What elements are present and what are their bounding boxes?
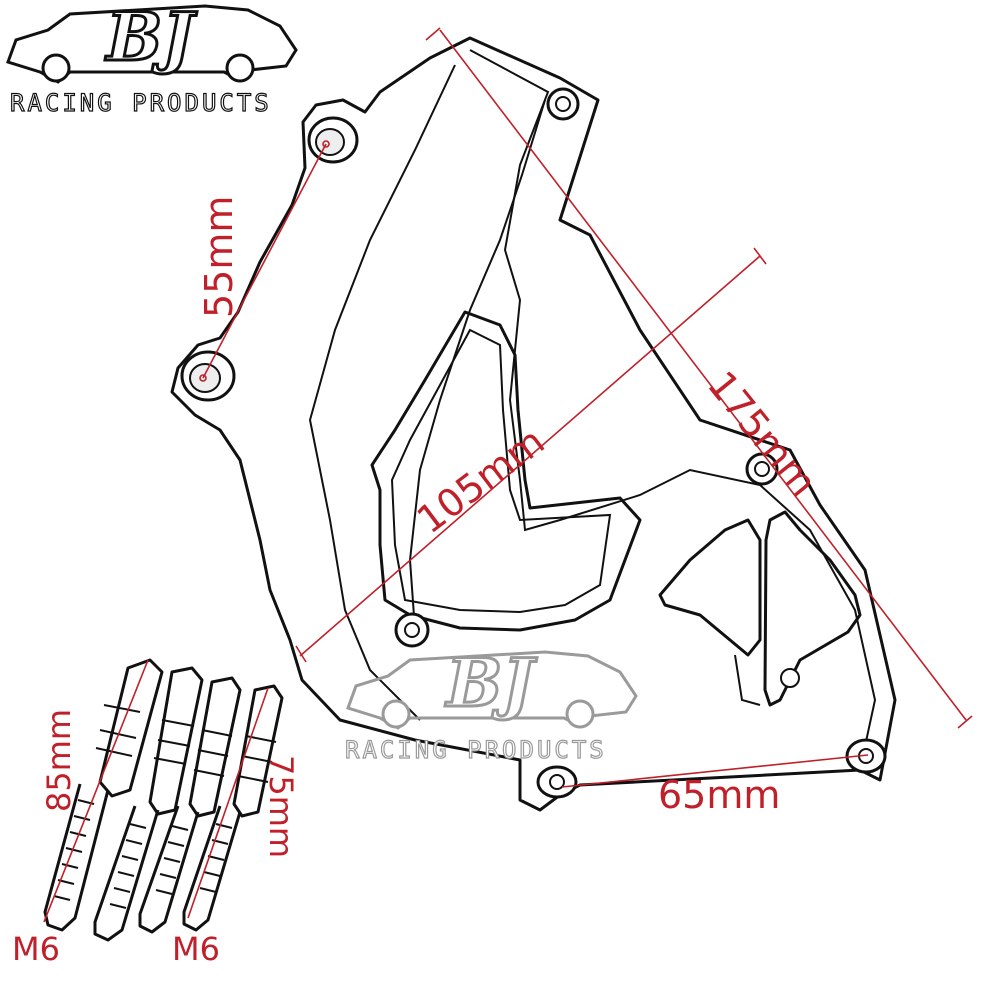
watermark-wheel-right — [565, 699, 595, 729]
dim-line-105 — [299, 255, 761, 657]
watermark-logo: BJ RACING PRODUCTS — [344, 643, 638, 765]
bolt-3 — [138, 676, 242, 934]
dimension-lines — [43, 27, 973, 923]
dim-line-75 — [187, 687, 269, 919]
mount-hole-left — [180, 350, 236, 402]
mount-hole-top — [307, 116, 359, 164]
cover-slot-right — [763, 510, 862, 707]
cover-rim-line — [469, 49, 877, 761]
sprocket-cover — [170, 36, 897, 812]
watermark-wheel-left — [381, 699, 411, 729]
cover-outer-outline — [170, 36, 897, 812]
bolt-2 — [93, 666, 204, 942]
cover-slot-left — [658, 518, 762, 657]
logo-wheel-left — [41, 53, 71, 83]
brand-logo: BJ RACING PRODUCTS — [6, 0, 298, 118]
logo-mark: BJ — [104, 0, 197, 76]
label-75mm: 75mm — [262, 755, 300, 858]
cover-notch — [734, 654, 761, 706]
dim-line-85 — [43, 659, 149, 923]
bolt-head-window — [394, 612, 430, 648]
label-65mm: 65mm — [658, 773, 780, 817]
label-thread-left: M6 — [12, 930, 60, 968]
label-55mm: 55mm — [197, 196, 241, 318]
bolt-head-top — [546, 87, 580, 121]
logo-tagline: RACING PRODUCTS — [10, 89, 272, 117]
cover-inner-edge — [308, 64, 456, 721]
watermark-mark: BJ — [444, 644, 537, 722]
label-thread-right: M6 — [172, 930, 220, 968]
dim-line-55 — [202, 143, 327, 379]
watermark-tagline: RACING PRODUCTS — [345, 736, 607, 764]
dimension-labels: 55mm 105mm 175mm 65mm 85mm 75mm M6 M6 — [12, 196, 825, 968]
dim-line-65 — [561, 754, 869, 788]
cover-side-edge — [408, 99, 546, 631]
cover-window-inner — [390, 328, 612, 614]
dim-line-175 — [439, 29, 967, 721]
label-85mm: 85mm — [40, 709, 78, 812]
bolt-head-bottom-left — [536, 765, 578, 799]
bolt-head-slot — [780, 668, 800, 688]
logo-wheel-right — [225, 53, 255, 83]
bolt-4 — [182, 684, 284, 932]
label-105mm: 105mm — [409, 419, 553, 542]
cover-window-large — [370, 310, 642, 632]
bolt-set — [43, 658, 284, 942]
